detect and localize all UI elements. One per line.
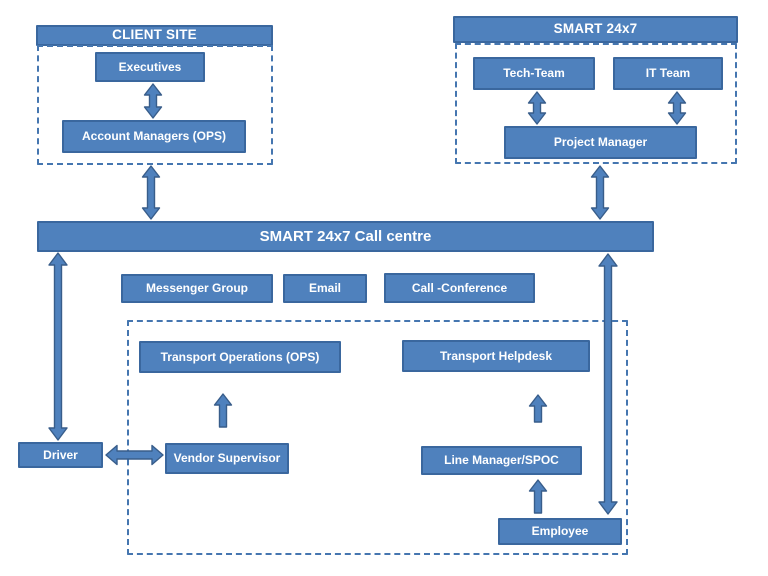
arrow-call-centre-driver [48, 252, 68, 441]
call-conference-box: Call -Conference [384, 273, 535, 303]
arrow-smart-24x7-call-centre [590, 165, 610, 220]
account-managers-box: Account Managers (OPS) [62, 120, 246, 153]
arrow-it-team-project-manager [667, 91, 687, 125]
vendor-supervisor-box: Vendor Supervisor [165, 443, 289, 474]
client-site-header: CLIENT SITE [36, 25, 273, 46]
transport-operations-box: Transport Operations (OPS) [139, 341, 341, 373]
arrow-line-manager-transport-helpdesk [528, 394, 548, 423]
messenger-group-box: Messenger Group [121, 274, 273, 303]
it-team-box: IT Team [613, 57, 723, 90]
driver-box: Driver [18, 442, 103, 468]
arrow-call-centre-employee [598, 253, 618, 515]
arrow-tech-team-project-manager [527, 91, 547, 125]
arrow-vendor-supervisor-transport-operations [213, 393, 233, 428]
call-centre-bar: SMART 24x7 Call centre [37, 221, 654, 252]
transport-container [127, 320, 628, 555]
arrow-driver-vendor-supervisor [105, 444, 164, 466]
arrow-client-site-call-centre [141, 165, 161, 220]
client-site-container [37, 45, 273, 165]
arrow-employee-line-manager [528, 479, 548, 514]
project-manager-box: Project Manager [504, 126, 697, 159]
smart-24x7-header: SMART 24x7 [453, 16, 738, 43]
employee-box: Employee [498, 518, 622, 545]
executives-box: Executives [95, 52, 205, 82]
arrow-executives-account-managers [143, 83, 163, 119]
smart-24x7-container [455, 43, 737, 164]
line-manager-box: Line Manager/SPOC [421, 446, 582, 475]
tech-team-box: Tech-Team [473, 57, 595, 90]
transport-helpdesk-box: Transport Helpdesk [402, 340, 590, 372]
email-box: Email [283, 274, 367, 303]
